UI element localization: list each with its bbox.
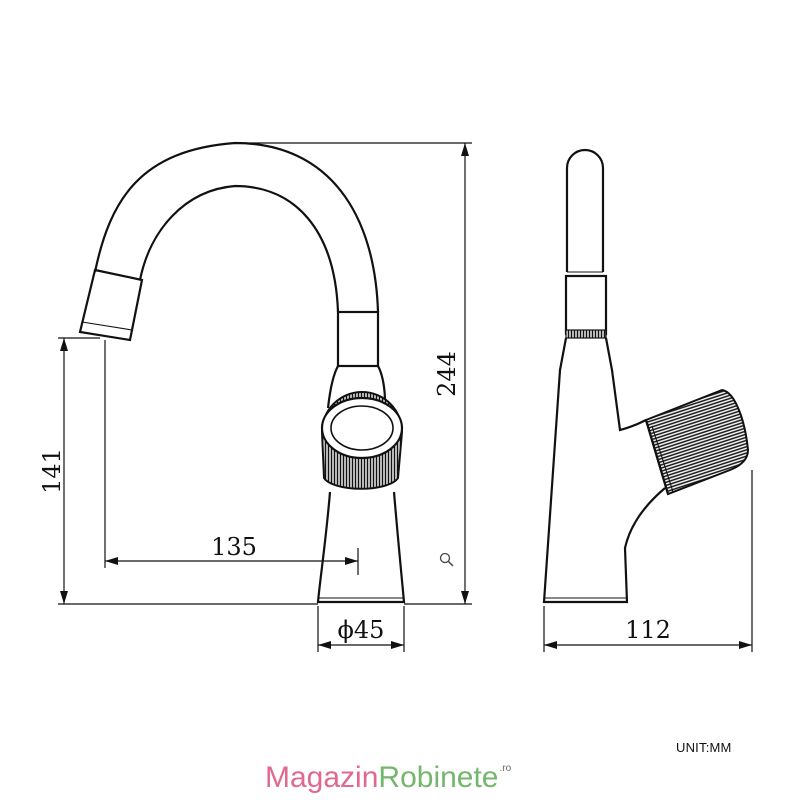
front-view xyxy=(78,141,406,604)
dim-label-135: 135 xyxy=(211,533,257,561)
dimension-244: 244 xyxy=(240,142,472,605)
brand-part1: Magazin xyxy=(265,761,379,794)
dimension-45: ϕ45 xyxy=(317,606,405,652)
side-body xyxy=(542,337,666,604)
dimension-112: 112 xyxy=(543,470,753,652)
side-handle xyxy=(644,388,750,496)
side-spout xyxy=(565,148,605,272)
brand-watermark: MagazinRobinete.ro xyxy=(265,752,511,795)
spout-inner-curve xyxy=(138,184,340,313)
side-collar xyxy=(564,274,608,336)
body-collar xyxy=(336,310,380,368)
unit-label: UNIT:MM xyxy=(676,740,732,755)
dim-label-45: ϕ45 xyxy=(338,616,385,644)
body-lower xyxy=(316,491,406,604)
side-view xyxy=(542,148,750,604)
spout-outer-curve xyxy=(93,141,380,313)
brand-suffix: .ro xyxy=(499,763,512,774)
dim-label-112: 112 xyxy=(625,616,671,644)
zoom-icon[interactable] xyxy=(439,552,454,567)
brand-part2: Robinete xyxy=(378,761,499,794)
dimension-135: 135 xyxy=(104,340,359,575)
dimension-141: 141 xyxy=(38,337,318,605)
dim-label-244: 244 xyxy=(433,351,461,397)
spout-nozzle xyxy=(78,268,144,342)
dim-label-141: 141 xyxy=(38,448,66,494)
